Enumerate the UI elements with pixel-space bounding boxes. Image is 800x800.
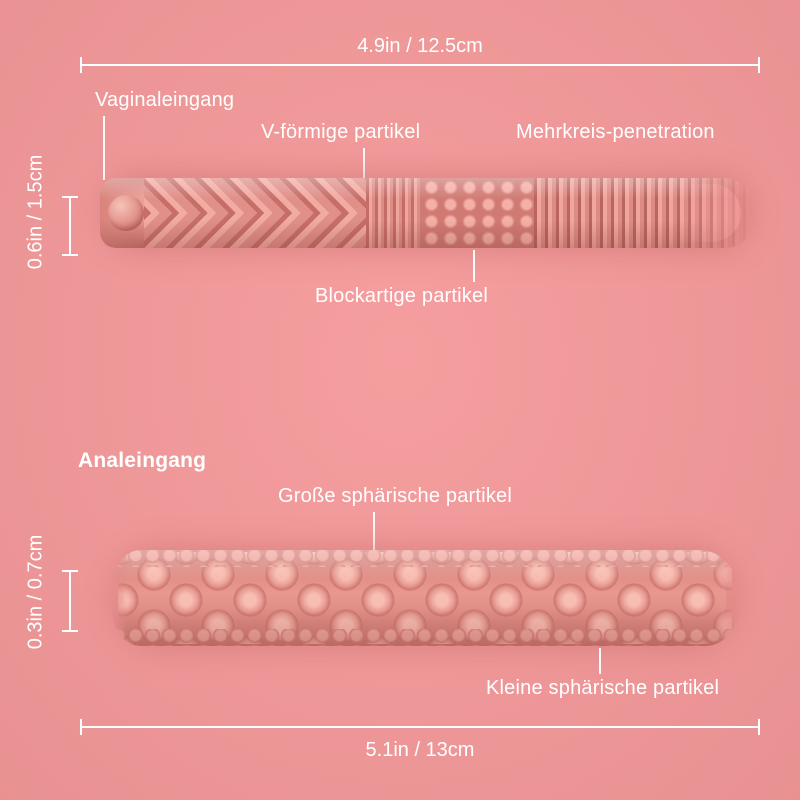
top-texture-rod <box>100 178 755 248</box>
dimension-tick <box>62 254 78 256</box>
bottom-width-dimension-label: 5.1in / 13cm <box>365 739 475 761</box>
label-multi-ring-penetration: Mehrkreis-penetration <box>516 121 715 143</box>
bottom-rod-body <box>110 550 740 646</box>
entrance-ball <box>108 195 144 231</box>
label-block-particles: Blockartige partikel <box>315 285 488 307</box>
block-particles-texture <box>420 178 534 248</box>
leader-line-vaginal-entrance <box>103 116 105 180</box>
leader-line-v-shaped-particles <box>363 148 365 188</box>
top-width-dimension: 4.9in / 12.5cm <box>80 34 760 73</box>
top-width-dimension-line <box>80 57 760 73</box>
large-sphere-texture <box>118 552 732 644</box>
dimension-tick <box>80 719 82 735</box>
bottom-height-dimension-line <box>62 570 78 632</box>
leader-line-block-particles <box>473 250 475 282</box>
top-width-dimension-label: 4.9in / 12.5cm <box>357 35 483 57</box>
bottom-width-dimension: 5.1in / 13cm <box>80 719 760 762</box>
dimension-tick <box>758 57 760 73</box>
chevron-texture-bottom <box>144 213 366 248</box>
small-sphere-texture-top <box>110 550 740 567</box>
top-rod-body <box>100 178 755 248</box>
top-height-dimension-label: 0.6in / 1.5cm <box>24 154 47 270</box>
dimension-tick <box>62 196 78 198</box>
top-height-dimension-line <box>62 196 78 256</box>
chevron-texture-top <box>144 178 366 213</box>
dimension-tick <box>80 57 82 73</box>
groove-texture <box>366 178 420 248</box>
label-vaginal-entrance: Vaginaleingang <box>95 89 235 111</box>
vaginal-entrance-section <box>100 178 146 248</box>
leader-line-large-spherical-particles <box>373 512 375 552</box>
bottom-width-dimension-line <box>80 719 760 735</box>
bottom-height-dimension-label: 0.3in / 0.7cm <box>24 534 47 650</box>
label-anal-entrance: Analeingang <box>78 449 207 472</box>
label-v-shaped-particles: V-förmige partikel <box>261 121 421 143</box>
multi-ring-thread-texture <box>534 178 755 248</box>
bottom-texture-rod <box>110 550 740 646</box>
dimension-tick <box>62 630 78 632</box>
label-small-spherical-particles: Kleine sphärische partikel <box>486 677 720 699</box>
leader-line-small-spherical-particles <box>599 648 601 674</box>
dimension-tick <box>62 570 78 572</box>
label-large-spherical-particles: Große sphärische partikel <box>278 485 512 507</box>
small-sphere-texture-bottom <box>110 629 740 646</box>
v-shaped-particles-texture <box>144 178 366 248</box>
dimension-tick <box>758 719 760 735</box>
